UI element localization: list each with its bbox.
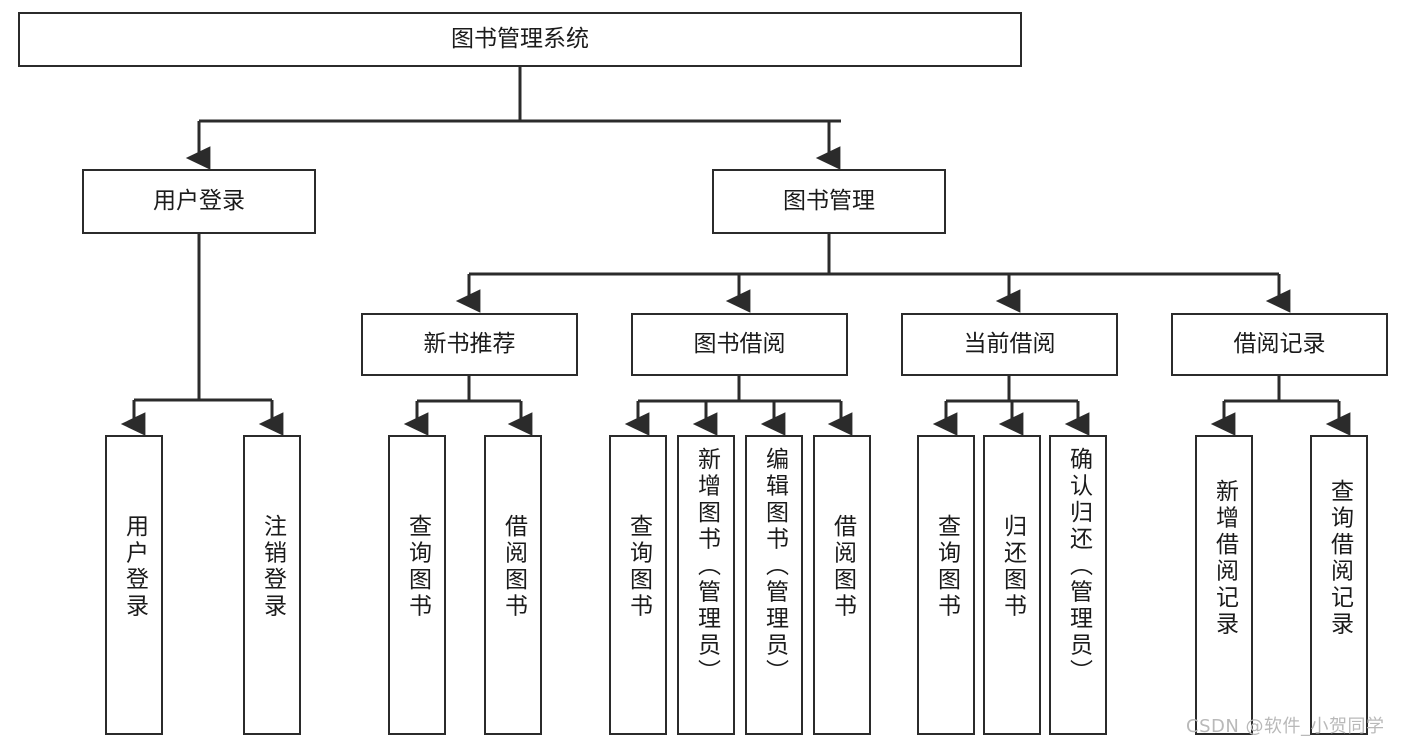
node-current-borrow-label: 当前借阅: [963, 331, 1056, 358]
node-book-management-label: 图书管理: [783, 188, 875, 215]
node-book-borrow-label: 图书借阅: [693, 331, 786, 358]
node-user-login[interactable]: 用户登录: [82, 169, 316, 234]
leaf-current-return-book[interactable]: 归还图书: [983, 435, 1041, 735]
leaf-recommend-borrow-book-label: 借阅图书: [500, 514, 527, 620]
leaf-recommend-query-book-label: 查询图书: [404, 514, 431, 620]
node-user-login-label: 用户登录: [153, 188, 245, 215]
leaf-current-query-book-label: 查询图书: [933, 514, 960, 620]
leaf-record-add-record-label: 新增借阅记录: [1211, 479, 1238, 638]
leaf-recommend-query-book[interactable]: 查询图书: [388, 435, 446, 735]
leaf-record-query-record-label: 查询借阅记录: [1326, 479, 1353, 638]
node-new-book-recommend[interactable]: 新书推荐: [361, 313, 578, 376]
leaf-borrow-borrow-book[interactable]: 借阅图书: [813, 435, 871, 735]
node-borrow-record[interactable]: 借阅记录: [1171, 313, 1388, 376]
leaf-record-query-record[interactable]: 查询借阅记录: [1310, 435, 1368, 735]
leaf-borrow-query-book-label: 查询图书: [625, 514, 652, 620]
leaf-user-logout-label: 注销登录: [259, 514, 286, 620]
leaf-user-login[interactable]: 用户登录: [105, 435, 163, 735]
leaf-user-logout[interactable]: 注销登录: [243, 435, 301, 735]
leaf-borrow-borrow-book-label: 借阅图书: [829, 514, 856, 620]
node-borrow-record-label: 借阅记录: [1233, 331, 1326, 358]
node-root-label: 图书管理系统: [451, 26, 589, 53]
csdn-watermark: CSDN @软件_小贺同学: [1186, 716, 1385, 737]
node-book-borrow[interactable]: 图书借阅: [631, 313, 848, 376]
leaf-borrow-query-book[interactable]: 查询图书: [609, 435, 667, 735]
leaf-current-confirm-return-admin[interactable]: 确认归还（管理员）: [1049, 435, 1107, 735]
leaf-borrow-edit-book-admin-label: 编辑图书（管理员）: [761, 447, 788, 686]
leaf-borrow-add-book-admin[interactable]: 新增图书（管理员）: [677, 435, 735, 735]
node-current-borrow[interactable]: 当前借阅: [901, 313, 1118, 376]
leaf-record-add-record[interactable]: 新增借阅记录: [1195, 435, 1253, 735]
node-book-management[interactable]: 图书管理: [712, 169, 946, 234]
node-new-book-recommend-label: 新书推荐: [423, 331, 516, 358]
node-root[interactable]: 图书管理系统: [18, 12, 1022, 67]
leaf-borrow-edit-book-admin[interactable]: 编辑图书（管理员）: [745, 435, 803, 735]
leaf-current-confirm-return-admin-label: 确认归还（管理员）: [1065, 447, 1092, 686]
leaf-recommend-borrow-book[interactable]: 借阅图书: [484, 435, 542, 735]
leaf-current-return-book-label: 归还图书: [999, 514, 1026, 620]
leaf-user-login-label: 用户登录: [121, 514, 148, 620]
leaf-current-query-book[interactable]: 查询图书: [917, 435, 975, 735]
leaf-borrow-add-book-admin-label: 新增图书（管理员）: [693, 447, 720, 686]
